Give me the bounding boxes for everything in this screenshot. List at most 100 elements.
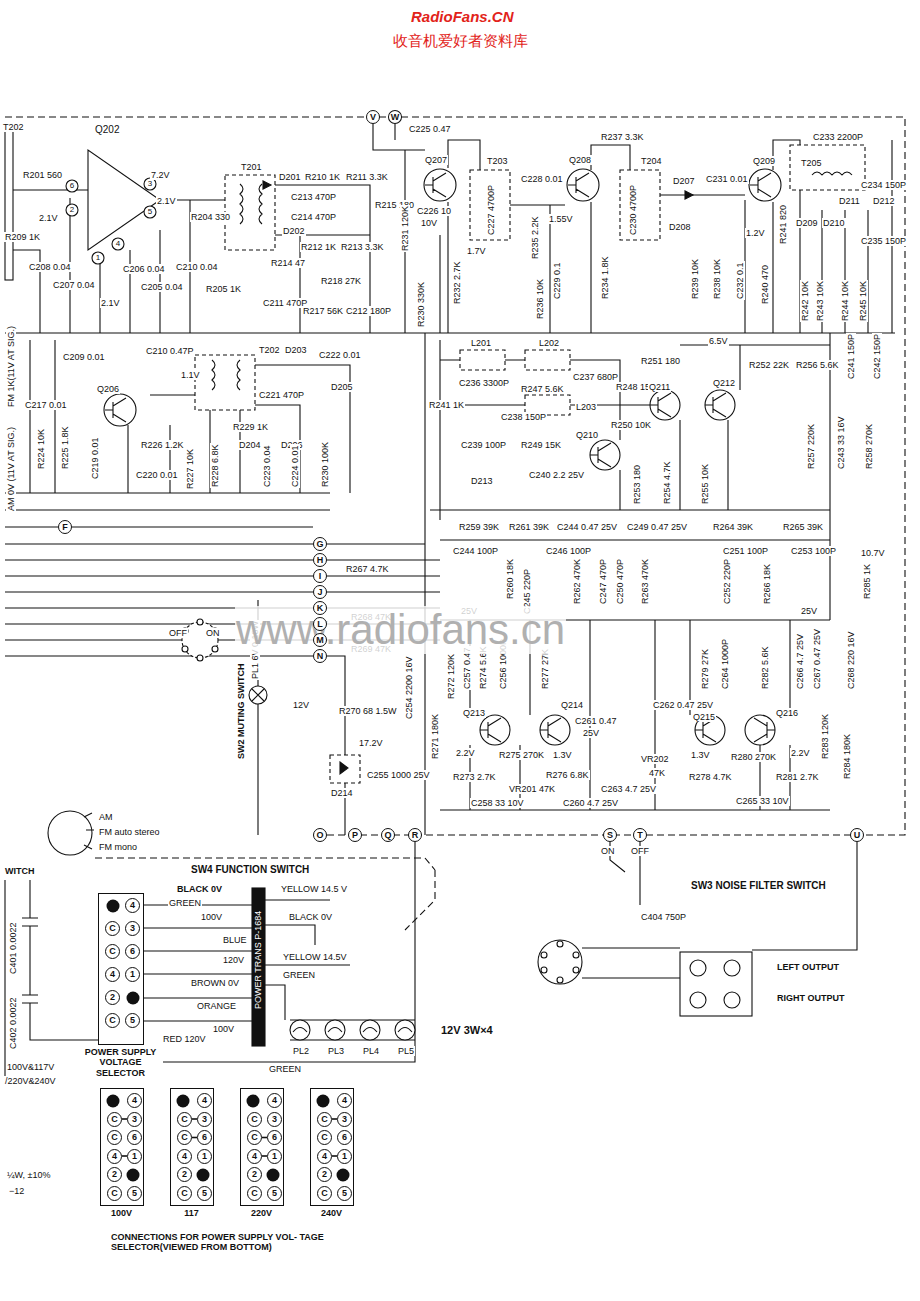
- terminal-circle: I: [313, 569, 327, 583]
- selector-caption: 220V: [251, 1208, 272, 1218]
- annotation: SW3 NOISE FILTER SWITCH: [690, 880, 827, 892]
- transistor-label: Q212: [712, 378, 736, 388]
- annotation: PL4: [362, 1046, 380, 1056]
- contact-number: C: [321, 1115, 328, 1124]
- contact-circle: 6: [337, 1130, 352, 1145]
- annotation: 25V: [582, 728, 600, 738]
- selector-board: POWER SUPPLY VOLTAGE SELECTOR4C3C6412C5: [98, 893, 144, 1045]
- diode-label: D201: [278, 172, 302, 182]
- capacitor-label: C229 0.1: [552, 261, 562, 300]
- annotation: 47K: [648, 768, 666, 778]
- contact-circle: 1: [125, 967, 140, 982]
- capacitor-label: C228 0.01: [520, 174, 564, 184]
- transistor-label: Q216: [775, 708, 799, 718]
- annotation: 7.2V: [150, 170, 171, 180]
- contact-number: 4: [130, 901, 135, 910]
- capacitor-label: C213 470P: [290, 192, 337, 202]
- contact-circle: 2: [247, 1167, 262, 1182]
- resistor-label: R230 330K: [416, 281, 426, 328]
- contact-circle: 4: [105, 967, 120, 982]
- resistor-label: R281 2.7K: [775, 772, 820, 782]
- contact-circle: C: [177, 1186, 192, 1201]
- resistor-label: R238 10K: [712, 258, 722, 300]
- contact-number: 5: [272, 1189, 277, 1198]
- capacitor-label: C247 470P: [598, 558, 608, 605]
- selector-board: 100V4C3C6412C5: [100, 1088, 144, 1206]
- jack-socket: [724, 992, 740, 1008]
- capacitor-label: C264 1000P: [720, 638, 730, 690]
- contact-circle: C: [107, 1130, 122, 1145]
- transistor-label: Q207: [424, 155, 448, 165]
- contact-number: C: [181, 1189, 188, 1198]
- contact-number: C: [251, 1189, 258, 1198]
- resistor-label: R256 5.6K: [795, 360, 840, 370]
- annotation: SW4 FUNCTION SWITCH: [190, 864, 310, 876]
- resistor-label: R226 1.2K: [140, 440, 185, 450]
- contact-number: 1: [130, 970, 135, 979]
- resistor-label: R204 330: [190, 212, 231, 222]
- terminal-letter: G: [316, 540, 323, 549]
- diode-label: D205: [330, 382, 354, 392]
- terminal-letter: J: [317, 588, 322, 597]
- resistor-label: R265 39K: [782, 522, 824, 532]
- terminal-letter: S: [607, 831, 613, 840]
- contact-circle: 6: [267, 1130, 282, 1145]
- resistor-label: R244 10K: [840, 280, 850, 322]
- lamp-cross: [252, 689, 264, 701]
- coil-windings: [212, 172, 852, 390]
- capacitor-label: C230 4700P: [628, 184, 638, 236]
- diode-label: D210: [822, 218, 846, 228]
- annotation: ON: [205, 628, 221, 638]
- contact-circle: 3: [125, 921, 140, 936]
- annotation: 100V: [200, 912, 223, 922]
- coil-label: T203: [486, 156, 509, 166]
- contact-number: 2: [182, 1170, 187, 1179]
- annotation: −12: [8, 1186, 25, 1196]
- resistor-label: R242 10K: [800, 280, 810, 322]
- capacitor-label: C234 150P: [860, 180, 907, 190]
- coil-label: L203: [575, 402, 597, 412]
- blank-contact: [127, 1169, 140, 1182]
- capacitor-label: C232 0.1: [735, 261, 745, 300]
- contact-number: C: [321, 1133, 328, 1142]
- contact-circle: 5: [337, 1186, 352, 1201]
- terminal-circle: L: [313, 617, 327, 631]
- contact-circle: 1: [127, 1149, 142, 1164]
- contact-number: 4: [252, 1152, 257, 1161]
- annotation: PL3: [327, 1046, 345, 1056]
- resistor-label: R278 4.7K: [688, 772, 733, 782]
- contact-number: 2: [252, 1170, 257, 1179]
- annotation: 5: [147, 207, 153, 216]
- pin-circle: [92, 252, 104, 264]
- annotation: 12V: [292, 700, 310, 710]
- contact-number: 4: [342, 1096, 347, 1105]
- annotation: /220V&240V: [4, 1076, 57, 1086]
- annotation: 10V: [420, 218, 438, 228]
- contact-circle: C: [247, 1112, 262, 1127]
- annotation: LEFT OUTPUT: [776, 962, 840, 972]
- resistor-label: R232 2.7K: [452, 260, 462, 305]
- wires: [5, 124, 895, 1080]
- annotation: 4: [115, 239, 121, 248]
- capacitor-label: C244 0.47 25V: [556, 522, 618, 532]
- contact-number: 4: [132, 1096, 137, 1105]
- annotation: VR202: [640, 754, 670, 764]
- switch-contact: [541, 967, 547, 973]
- terminal-circle: K: [313, 601, 327, 615]
- capacitor-plates: [22, 918, 38, 1003]
- annotation: FM auto stereo: [98, 827, 161, 837]
- coil-label: L202: [538, 338, 560, 348]
- transistor-label: Q213: [462, 708, 486, 718]
- diode-label: D209: [795, 218, 819, 228]
- contact-number: 3: [202, 1115, 207, 1124]
- contact-number: C: [111, 1115, 118, 1124]
- contact-number: C: [181, 1133, 188, 1142]
- contact-circle: 4: [127, 1093, 142, 1108]
- diode-symbol: [263, 181, 693, 774]
- selector-caption: 117: [184, 1208, 199, 1218]
- contact-circle: 2: [105, 990, 120, 1005]
- annotation: 收音机爱好者资料库: [392, 32, 529, 49]
- resistor-label: R272 120K: [446, 653, 456, 700]
- resistor-label: R228 6.8K: [210, 443, 220, 488]
- diode-label: D203: [284, 345, 308, 355]
